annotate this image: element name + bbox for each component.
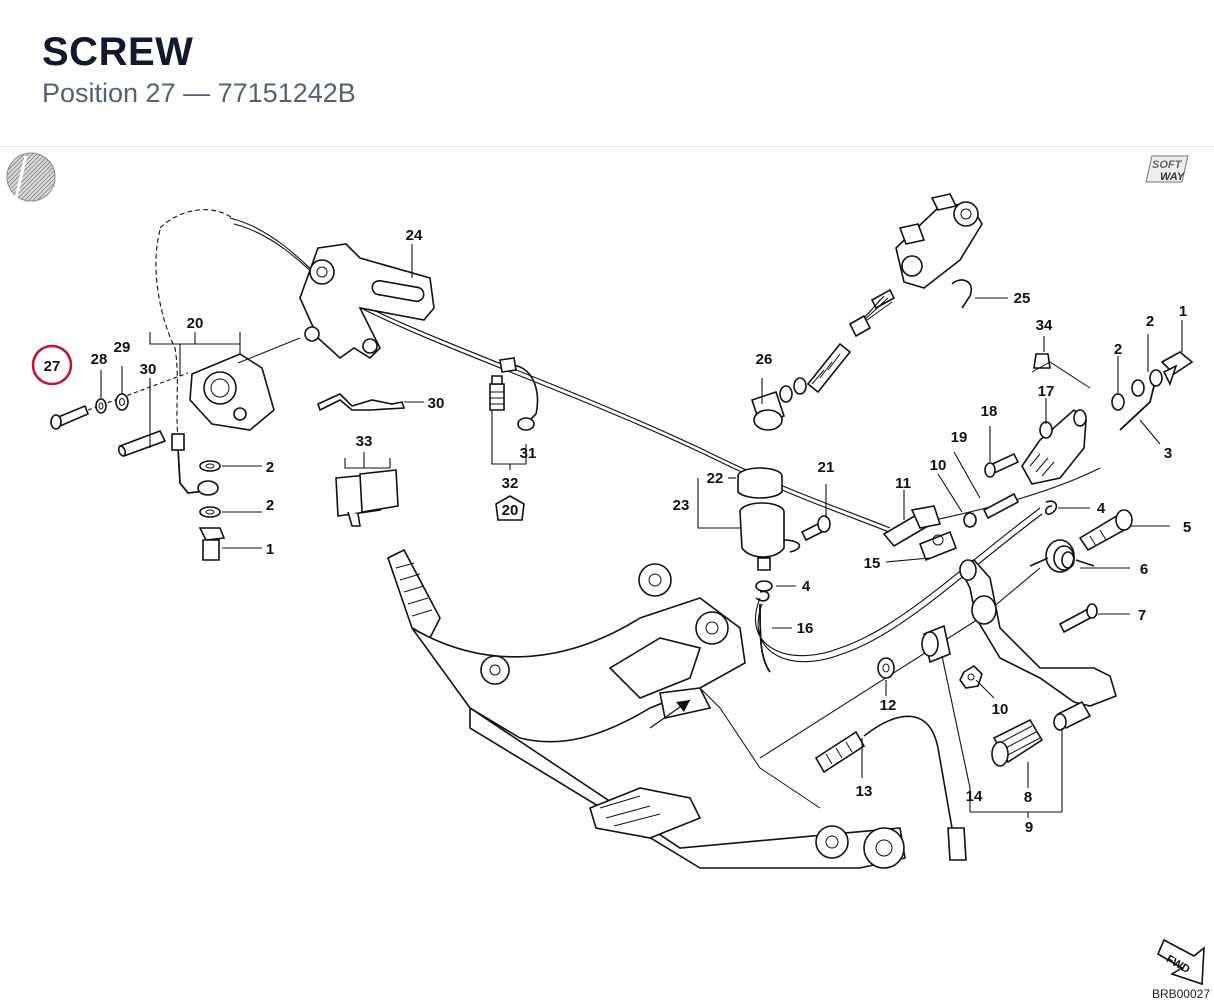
screw-7-drawing <box>1058 603 1098 634</box>
exploded-parts-diagram: SOFT WAY <box>6 152 1210 1001</box>
callout-23[interactable]: 23 <box>673 497 690 514</box>
spacer-19-drawing <box>982 492 1020 520</box>
lock-washer-28-drawing <box>95 398 107 414</box>
leader-lines <box>100 244 1183 818</box>
rear-master-cylinder-drawing <box>1021 408 1087 485</box>
return-spring-6-drawing <box>1029 539 1095 573</box>
callout-18[interactable]: 18 <box>981 403 998 420</box>
callout-21[interactable]: 21 <box>818 459 835 476</box>
separator-dash: — <box>183 78 211 108</box>
callout-28[interactable]: 28 <box>91 351 108 368</box>
fluid-reservoir-drawing <box>737 467 801 571</box>
callout-20-pentagon <box>495 495 525 521</box>
callout-17[interactable]: 17 <box>1038 383 1055 400</box>
brake-caliper-drawing <box>189 337 301 431</box>
brake-pedal-drawing <box>958 558 1117 731</box>
bleed-valve-drawing <box>489 357 539 431</box>
washer-29-drawing <box>115 393 129 411</box>
clip-4-right-drawing <box>1044 500 1058 516</box>
callout-13[interactable]: 13 <box>856 783 873 800</box>
callout-22[interactable]: 22 <box>707 470 724 487</box>
banjo-bolt-right-drawing <box>1111 351 1194 431</box>
callout-34[interactable]: 34 <box>1036 317 1053 334</box>
callout-30-right[interactable]: 30 <box>428 395 445 412</box>
callout-4-center[interactable]: 4 <box>802 578 811 595</box>
callout-labels: 27 28 29 30 20 2 2 1 24 33 30 31 32 20 2… <box>31 227 1210 1001</box>
callout-25[interactable]: 25 <box>1014 290 1031 307</box>
fwd-arrow-icon: FWD <box>1156 938 1205 986</box>
callout-32[interactable]: 32 <box>502 475 519 492</box>
brake-light-sensor-13-drawing <box>814 715 967 861</box>
nut-10-lower-drawing <box>959 664 983 689</box>
callout-30-left[interactable]: 30 <box>140 361 157 378</box>
callout-24[interactable]: 24 <box>406 227 423 244</box>
callout-2-left-lower[interactable]: 2 <box>266 497 274 514</box>
pivot-bushing-14-drawing <box>921 624 951 664</box>
callout-15[interactable]: 15 <box>864 555 881 572</box>
callout-1-right[interactable]: 1 <box>1179 303 1187 320</box>
page-subtitle: Position 27 — 77151242B <box>42 78 356 109</box>
callout-20-kit[interactable]: 20 <box>502 502 519 519</box>
callout-27-highlight-ring[interactable] <box>31 344 73 386</box>
callout-10-lower[interactable]: 10 <box>992 701 1009 718</box>
callout-19[interactable]: 19 <box>951 429 968 446</box>
hose-16-drawing <box>759 603 771 673</box>
callout-33[interactable]: 33 <box>356 433 373 450</box>
callout-31[interactable]: 31 <box>520 445 537 462</box>
pad-spring-drawing <box>317 393 406 412</box>
footrest-frame-drawing <box>387 548 906 869</box>
screw-21-drawing <box>800 515 831 542</box>
callout-5[interactable]: 5 <box>1183 519 1191 536</box>
caliper-bracket-drawing <box>299 243 435 360</box>
page-title: SCREW <box>42 30 194 74</box>
part-number: 77151242B <box>217 78 356 108</box>
callout-7[interactable]: 7 <box>1138 607 1146 624</box>
position-label: Position 27 <box>42 78 176 108</box>
page-header: SCREW Position 27 — 77151242B <box>0 0 1214 147</box>
screw-18-drawing <box>984 452 1020 478</box>
brake-hose-banjo-drawing <box>171 433 219 496</box>
logo-text-top: SOFT <box>1152 159 1183 171</box>
corner-emblem-icon <box>6 152 56 202</box>
callout-12[interactable]: 12 <box>880 697 897 714</box>
brake-pads-drawing <box>335 469 399 527</box>
master-cylinder-drawing <box>750 193 983 431</box>
cap-34-drawing <box>1031 353 1091 389</box>
brake-light-switch-drawing <box>882 505 958 562</box>
nut-10-upper-drawing <box>963 512 977 528</box>
pedal-rubber-8-drawing <box>991 718 1044 767</box>
diagram-reference-code: BRB00027 <box>1152 987 1210 1001</box>
softway-logo-icon: SOFT WAY <box>1145 155 1189 183</box>
guide-pin-drawing <box>117 429 167 458</box>
callout-3[interactable]: 3 <box>1164 445 1172 462</box>
washer-12-drawing <box>877 657 895 679</box>
callout-2-left-upper[interactable]: 2 <box>266 459 274 476</box>
callout-14[interactable]: 14 <box>966 788 983 805</box>
callout-9[interactable]: 9 <box>1025 819 1033 836</box>
washers-2-drawing <box>198 460 226 561</box>
logo-text-bottom: WAY <box>1160 171 1186 183</box>
callout-4-right[interactable]: 4 <box>1097 500 1106 517</box>
callout-8[interactable]: 8 <box>1024 789 1032 806</box>
hose-clamp-drawing <box>755 580 773 602</box>
callout-16[interactable]: 16 <box>797 620 814 637</box>
callout-11[interactable]: 11 <box>895 475 911 492</box>
callout-10-upper[interactable]: 10 <box>930 457 947 474</box>
callout-20-top[interactable]: 20 <box>187 315 204 332</box>
callout-6[interactable]: 6 <box>1140 561 1148 578</box>
callout-2-right-b[interactable]: 2 <box>1146 313 1154 330</box>
callout-27[interactable]: 27 <box>44 358 61 375</box>
callout-2-right-a[interactable]: 2 <box>1114 341 1122 358</box>
callout-1-left[interactable]: 1 <box>266 541 274 558</box>
callout-26[interactable]: 26 <box>756 351 773 368</box>
pivot-bolt-5-drawing <box>1078 509 1133 552</box>
callout-29[interactable]: 29 <box>114 339 131 356</box>
